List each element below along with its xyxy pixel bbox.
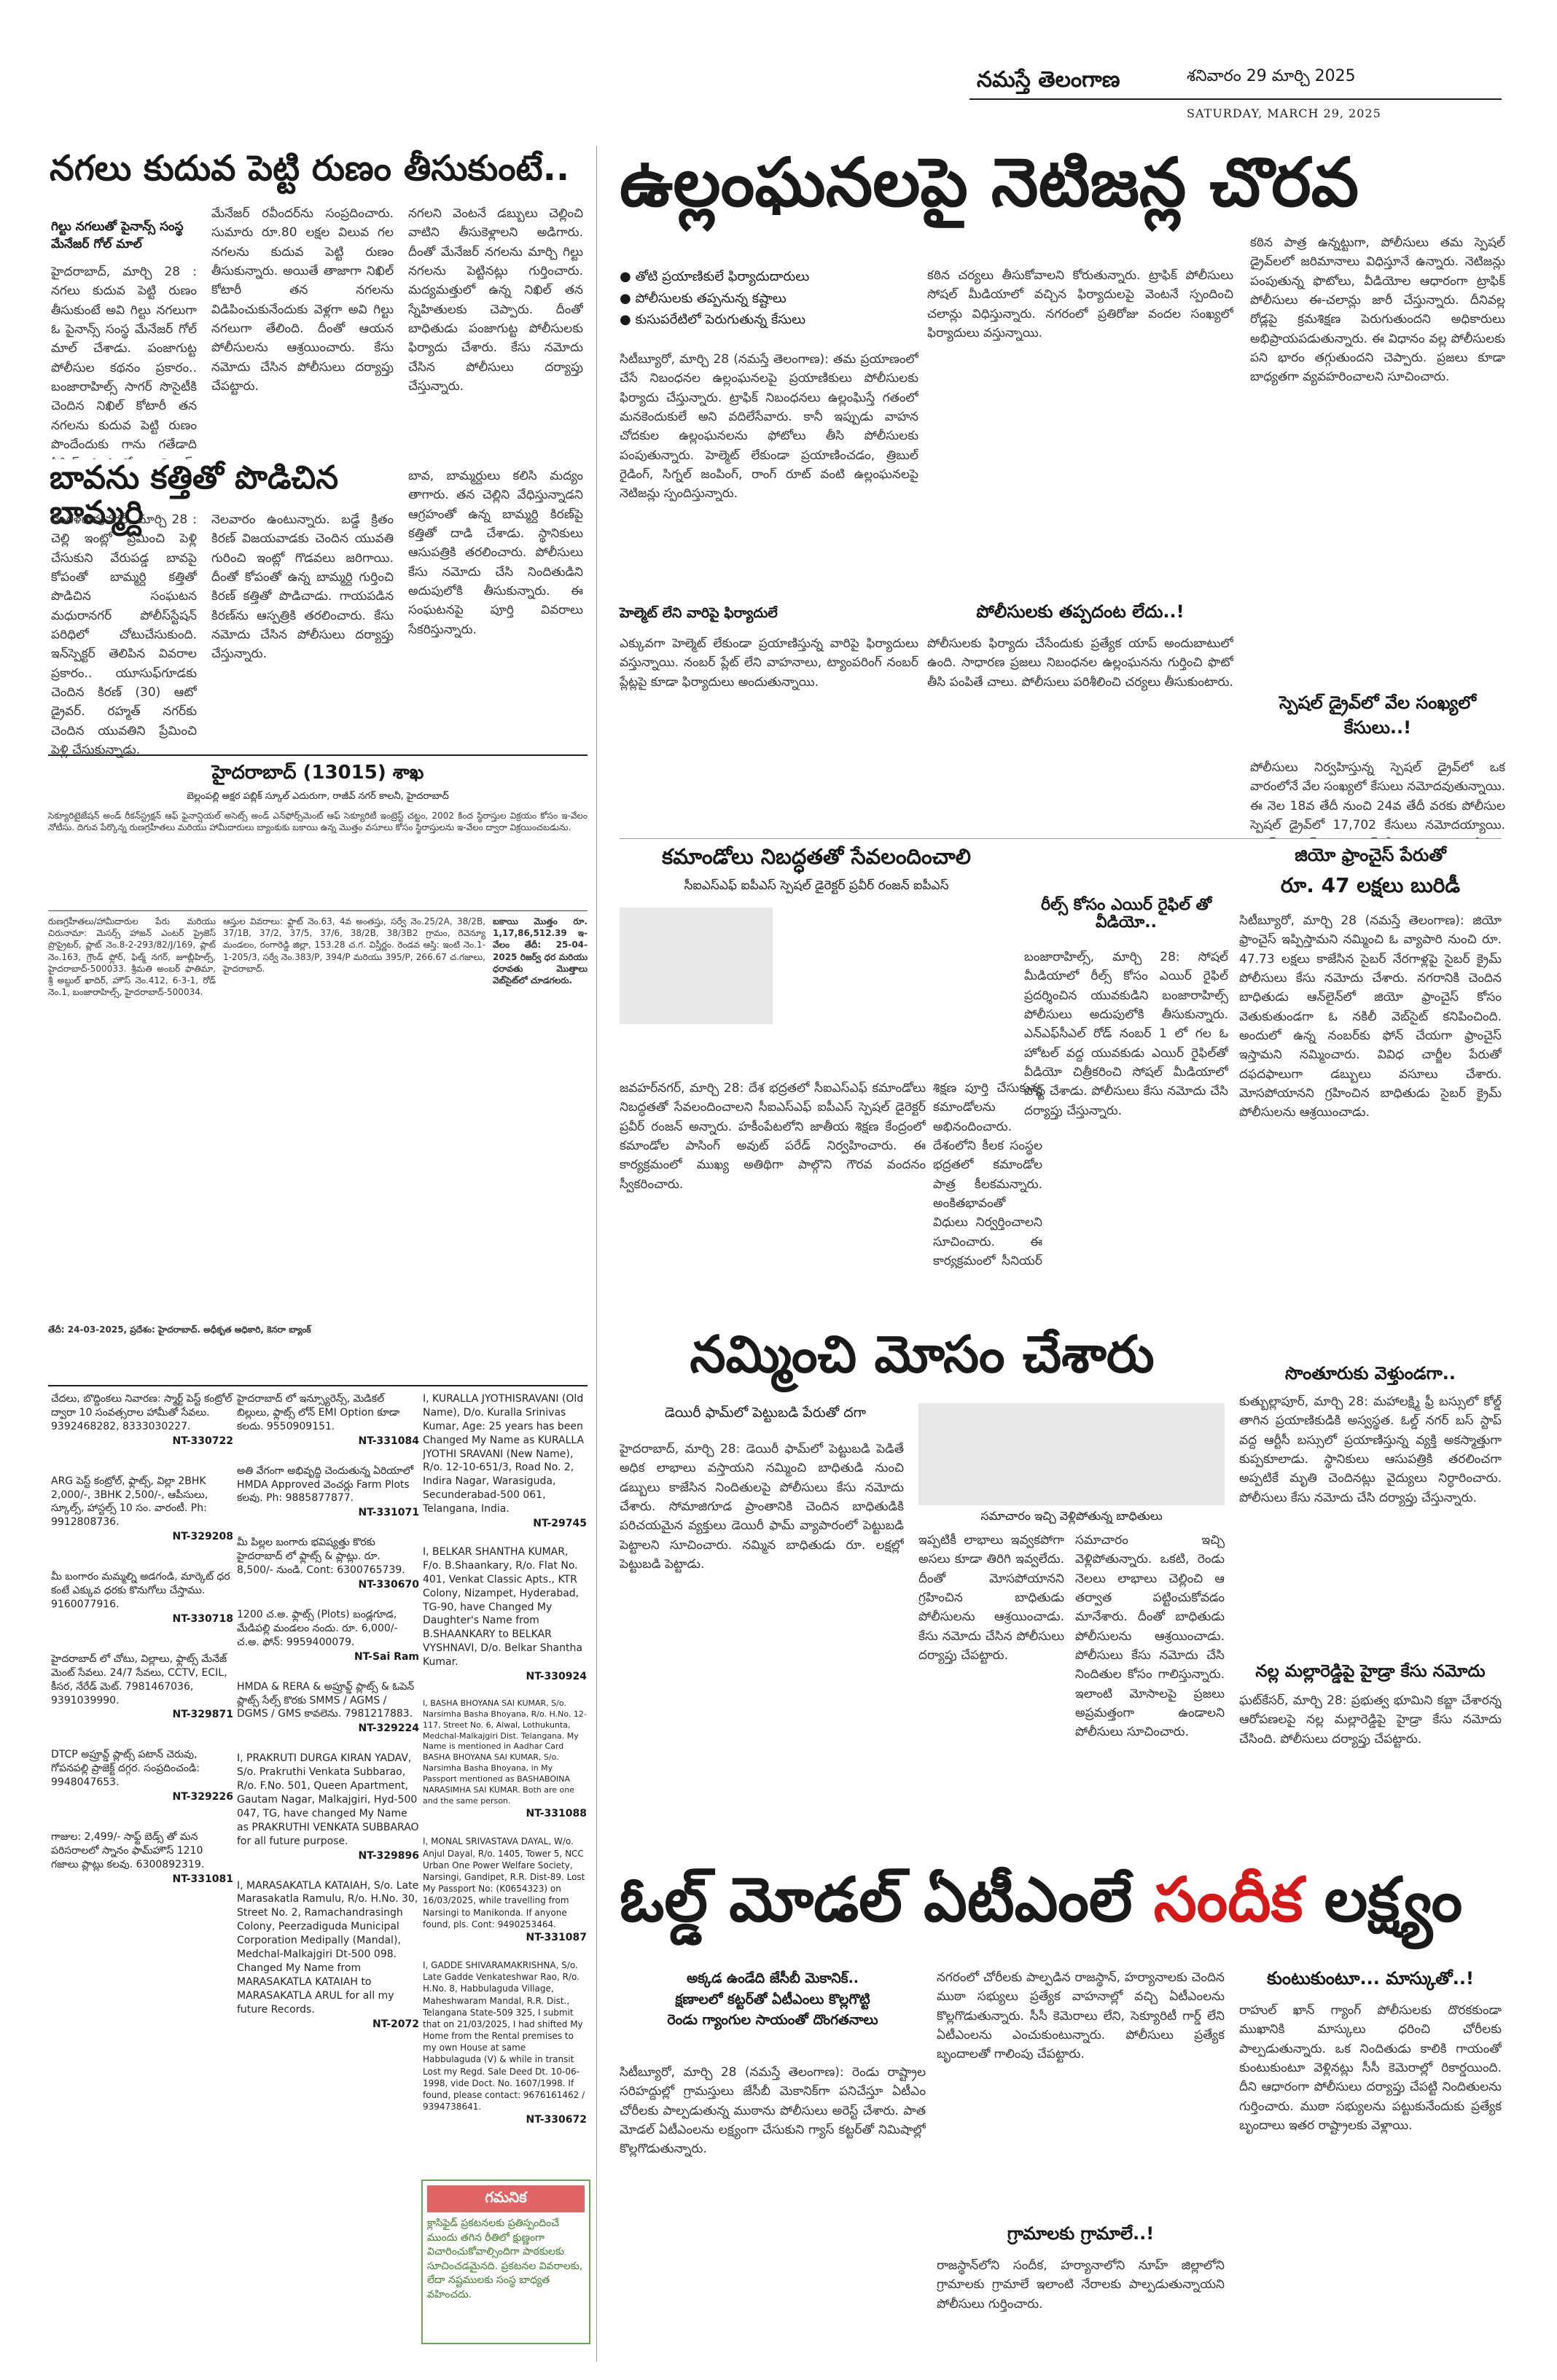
classified-item: I, MARASAKATLA KATAIAH, S/o. Late Marasa…	[237, 1879, 419, 2030]
lead-body-col1: సిటీబ్యూరో, మార్చి 28 (నమస్తే తెలంగాణ): …	[620, 352, 918, 502]
tender-title: హైదరాబాద్ (13015) శాఖ	[211, 762, 424, 784]
reels-headline: రీల్స్ కోసం ఎయిర్ రైఫిల్ తో వీడియో..	[1040, 896, 1212, 932]
knife-body-col1: వెంగళరావునగర్, మార్చి 28 : చెల్లి ఇంట్లో…	[51, 512, 197, 758]
jio-body: సిటీబ్యూరో, మార్చి 28 (నమస్తే తెలంగాణ): …	[1239, 913, 1502, 1120]
cheat-kicker: డెయిరీ ఫామ్‌లో పెట్టుబడి పేరుతో దగా	[664, 1405, 867, 1421]
lead-body-col2: కఠిన చర్యలు తీసుకోవాలని కోరుతున్నారు. ట్…	[927, 268, 1233, 341]
classified-item: మీ బంగారం మమ్మల్ని అడగండి, మార్కెట్ ధర క…	[51, 1571, 233, 1625]
classified-item: I, KURALLA JYOTHISRAVANI (Old Name), D/o…	[423, 1393, 587, 1530]
nalla-body: ఘట్‌కేసర్, మార్చి 28: ప్రభుత్వ భూమిని కబ…	[1239, 1693, 1502, 1747]
classified-item: అతి వేగంగా అభివృద్ధి చెందుతున్న ఏరియాలో …	[237, 1464, 419, 1519]
gold-body-col1: హైదరాబాద్, మార్చి 28 : నగలు కుదువ పెట్టి…	[51, 265, 197, 459]
tender-col-amount: బకాయి మొత్తం రూ. 1,17,86,512.39 ఇ-వేలం త…	[493, 916, 588, 986]
tender-subtitle: బెల్లంపల్లి అక్షర పబ్లిక్ స్కూల్ ఎదురుగా…	[187, 791, 449, 802]
commandos-body-col1: జవహర్‌నగర్, మార్చి 28: దేశ భద్రతలో సీఐఎస…	[620, 1081, 926, 1192]
tender-notice: హైదరాబాద్ (13015) శాఖ బెల్లంపల్లి అక్షర …	[48, 754, 588, 1412]
notice-title: గమనిక	[427, 2185, 585, 2212]
classified-item: చేదలు, బొద్దింకలు నివారణ: స్మార్ట్ పెస్ట…	[51, 1393, 233, 1447]
masthead-name: నమస్తే తెలంగాణ	[977, 67, 1120, 93]
lead-sub2: హెల్మెట్ లేని వారిపై ఫిర్యాదులే	[620, 605, 778, 621]
classified-item: హైదరాబాద్ లో చోటు, విల్లాలు, ఫ్లాట్స్ మే…	[51, 1653, 233, 1721]
jio-headline-l1: జియో ఫ్రాంచైస్ పేరుతో	[1295, 845, 1446, 865]
tender-footer: తేదీ: 24-03-2025, ప్రదేశం: హైదరాబాద్. అధ…	[48, 1324, 311, 1335]
tender-col-assets: ఆస్తుల వివరాలు: ఫ్లాట్ నెం.63, 4వ అంతస్త…	[223, 916, 485, 974]
atm-headline: ఓల్డ్ మోడల్ ఏటీఎంలే సందీక లక్ష్యం	[620, 1864, 1463, 1935]
tender-intro: సెక్యూరిటైజేషన్ అండ్ రీకన్‌స్ట్రక్షన్ ఆఫ…	[48, 811, 588, 833]
classified-item: 1200 చ.అ. ఫ్లాట్స్ (Plots) బండ్లగూడ, మేడ…	[237, 1609, 419, 1663]
lead-sub3-text: పోలీసులు నిర్వహిస్తున్న స్పెషల్ డ్రైవ్‌ల…	[1250, 760, 1505, 838]
date-telugu: శనివారం 29 మార్చి 2025	[1187, 67, 1356, 85]
knife-body-col3: బావ, బామ్మర్దులు కలిసి మద్యం తాగారు. తన …	[408, 469, 583, 637]
commandos-kicker: సీఐఎస్ఎఫ్ ఐపీఎస్ స్పెషల్ డైరెక్టర్ ప్రవీ…	[684, 878, 949, 893]
jio-headline-l2: రూ. 47 లక్షలు బురిడీ	[1280, 873, 1461, 897]
cheat-photo	[918, 1403, 1225, 1505]
notice-box: గమనిక క్లాసిఫైడ్ ప్రకటనలకు ప్రతిస్పందించ…	[421, 2180, 590, 2344]
cheat-sub: సమాచారం ఇచ్చి వెళ్లిపోతున్న బాధితులు	[980, 1509, 1163, 1523]
gold-kicker: గిల్టు నగలుతో పైనాన్స్ సంస్థ మేనేజర్ గోల…	[51, 219, 184, 251]
atm-right-text: రాహుల్ ఖాన్ గ్యాంగ్ పోలీసులకు దొరకకుండా …	[1239, 2003, 1502, 2134]
atm-body-col2: నగరంలో చోరీలకు పాల్పడిన రాజస్థాన్, హర్యా…	[937, 1970, 1225, 2062]
lead-bullets: ● తోటి ప్రయాణికులే ఫిర్యాదుదారులు ● పోలీ…	[620, 266, 918, 346]
atm-kickers: అక్కడ ఉండేది జేసీబీ మెకానిక్.. క్షణాలలో …	[620, 1968, 926, 2031]
atm-sub: గ్రామాలకు గ్రామాలే..!	[1007, 2223, 1155, 2244]
classified-item: I, MONAL SRIVASTAVA DAYAL, W/o. Anjul Da…	[423, 1836, 587, 1943]
atm-headline-red: సందీక	[1153, 1864, 1303, 1935]
classified-item: I, PRAKRUTI DURGA KIRAN YADAV, S/o. Prak…	[237, 1752, 419, 1862]
classified-item: హైదరాబాద్ లో ఇన్స్యూరెన్స్, మెడికల్ బిల్…	[237, 1393, 419, 1447]
cheat-body-col2: ఇప్పటికీ లాభాలు ఇవ్వకపోగా అసలు కూడా తిరి…	[918, 1533, 1064, 1663]
atm-kicker: రెండు గ్యాంగుల సాయంతో దొంగతనాలు	[667, 2012, 878, 2028]
commandos-photo	[620, 908, 773, 1024]
classified-item: I, GADDE SHIVARAMAKRISHNA, S/o. Late Gad…	[423, 1959, 587, 2126]
classifieds-rule	[48, 1385, 588, 1386]
notice-text: క్లాసిఫైడ్ ప్రకటనలకు ప్రతిస్పందించే ముంద…	[427, 2217, 583, 2301]
gold-body-col2: మేనేజర్ రవీందర్‌ను సంప్రదించారు. సుమారు …	[211, 206, 394, 394]
lead-sub2-text: ఎక్కువగా హెల్మెట్ లేకుండా ప్రయాణిస్తున్న…	[620, 636, 918, 690]
gold-body-col3: నగలని వెంటనే డబ్బులు చెల్లించి వాటిని తీ…	[408, 206, 583, 394]
classified-item: DTCP అప్రూవ్డ్ ప్లాట్స్ పటాన్ చెరువు, గో…	[51, 1749, 233, 1803]
cheat-body-col3: సమాచారం ఇచ్చి వెళ్లిపోతున్నారు. ఒకటి, రె…	[1075, 1533, 1225, 1740]
gold-headline: నగలు కుదువ పెట్టి రుణం తీసుకుంటే..	[50, 148, 570, 189]
lead-sub1: పోలీసులకు తప్పదంట లేదు..!	[976, 601, 1185, 622]
lead-headline: ఉల్లంఘనలపై నెటిజన్ల చొరవ	[620, 144, 1359, 222]
classified-item: మీ పిల్లల బంగారు భవిష్యత్తు కొరకు హైదరాబ…	[237, 1537, 419, 1591]
lead-sub1-text: పోలీసులకు ఫిర్యాదు చేసేందుకు ప్రత్యేక యా…	[927, 636, 1233, 690]
atm-kicker: క్షణాలలో కట్టర్‌తో ఏటీఎంలు కొల్లగొట్టి	[675, 1991, 870, 2008]
cheat-body-col1: హైదరాబాద్, మార్చి 28: డెయిరీ ఫామ్‌లో పెట…	[620, 1442, 904, 1572]
commandos-headline: కమాండోలు నిబద్ధతతో సేవలందించాలి	[662, 844, 971, 869]
lead-bullet: ● తోటి ప్రయాణికులే ఫిర్యాదుదారులు	[620, 269, 810, 284]
reels-body: బంజారాహిల్స్, మార్చి 28: సోషల్ మీడియాలో …	[1024, 950, 1228, 1118]
classifieds-col3: I, KURALLA JYOTHISRAVANI (Old Name), D/o…	[423, 1392, 587, 2354]
santhosh-headline: సొంతూరుకు వెళ్తుండగా..	[1285, 1363, 1456, 1384]
cheat-headline: నమ్మించి మోసం చేశారు	[690, 1324, 1155, 1384]
nalla-headline: నల్ల మల్లారెడ్డిపై హైడ్రా కేసు నమోదు	[1255, 1662, 1486, 1681]
atm-right-sub: కుంటుకుంటూ... మాస్కుతో..!	[1267, 1968, 1474, 1989]
atm-body-col1: సిటీబ్యూరో, మార్చి 28 (నమస్తే తెలంగాణ): …	[620, 2065, 926, 2157]
lead-bullet: ● పోలీసులకు తప్పనున్న కష్టాలు	[620, 290, 787, 306]
classified-item: HMDA & RERA & అప్రూవ్డ్ ప్లాట్స్ & ఓపెన్…	[237, 1680, 419, 1735]
classified-item: ARG పెస్ట్ కంట్రోల్, ఫ్లాట్స్, విల్లా 2B…	[51, 1475, 233, 1543]
masthead-rule	[969, 98, 1502, 100]
knife-body-col2: నెలవారం ఉంటున్నారు. బడ్డే క్రితం కిరణ్ వ…	[211, 512, 394, 662]
column-divider	[596, 146, 597, 2362]
atm-kicker: అక్కడ ఉండేది జేసీబీ మెకానిక్..	[686, 1970, 859, 1986]
knife-headline: బావను కత్తితో పొడిచిన బామ్మర్ది	[50, 459, 339, 532]
classifieds-col2: హైదరాబాద్ లో ఇన్స్యూరెన్స్, మెడికల్ బిల్…	[237, 1392, 419, 2354]
atm-sub-text: రాజస్థాన్‌లోని సందీక, హర్యానాలోని నూహ్ జ…	[937, 2258, 1225, 2311]
classified-item: I, BELKAR SHANTHA KUMAR, F/o. B.Shaankar…	[423, 1546, 587, 1683]
lead-body-col3: కఠిన పాత్ర ఉన్నట్టుగా, పోలీసులు తమ స్పెష…	[1250, 235, 1505, 385]
classifieds-col1: చేదలు, బొద్దింకలు నివారణ: స్మార్ట్ పెస్ట…	[51, 1392, 233, 2354]
lead-rule	[620, 838, 1502, 839]
commandos-body-col2: శిక్షణ పూర్తి చేసుకున్న కమాండోలను అభినంద…	[933, 1081, 1042, 1268]
tender-col-borrowers: రుణగ్రహీతలు/హామీదారుల పేరు మరియు చిరునామ…	[48, 916, 216, 998]
classified-item: గాజుల: 2,499/- సాఫ్ట్ బెడ్స్ తో మన పరిసర…	[51, 1831, 233, 1885]
date-english: SATURDAY, MARCH 29, 2025	[1187, 106, 1381, 120]
lead-sub3: స్పెషల్ డ్రైవ్‌లో వేల సంఖ్యలో కేసులు..!	[1279, 692, 1476, 738]
lead-bullet: ● కుసుపరేటిలో పెరుగుతున్న కేసులు	[620, 312, 806, 328]
classified-item: I, BASHA BHOYANA SAI KUMAR, S/o. Narsimh…	[423, 1698, 587, 1820]
santhosh-body: కుత్బుల్లాపూర్, మార్చి 28: మహాలక్ష్మి ఫ్…	[1239, 1394, 1502, 1505]
